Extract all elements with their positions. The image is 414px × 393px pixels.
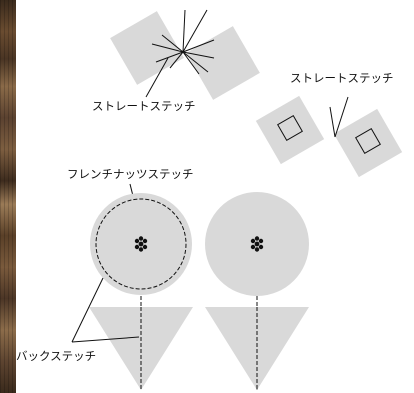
label-straight-stitch-right: ストレートステッチ: [290, 71, 394, 85]
gray-square-right-b: [334, 109, 402, 177]
straight-stitch-right-figure: [256, 96, 402, 177]
label-back-stitch: バックステッチ: [16, 349, 96, 363]
flower-left: [89, 193, 193, 390]
straight-stitch-left-figure: [110, 10, 260, 100]
label-french-knot-stitch: フレンチナッツステッチ: [67, 167, 194, 181]
flower-right: [205, 192, 309, 390]
label-straight-stitch-left: ストレートステッチ: [92, 99, 196, 113]
leader-line-straight-right-a: [330, 107, 335, 137]
gray-square-right-a: [256, 96, 324, 164]
gray-square-left-a: [110, 11, 184, 85]
